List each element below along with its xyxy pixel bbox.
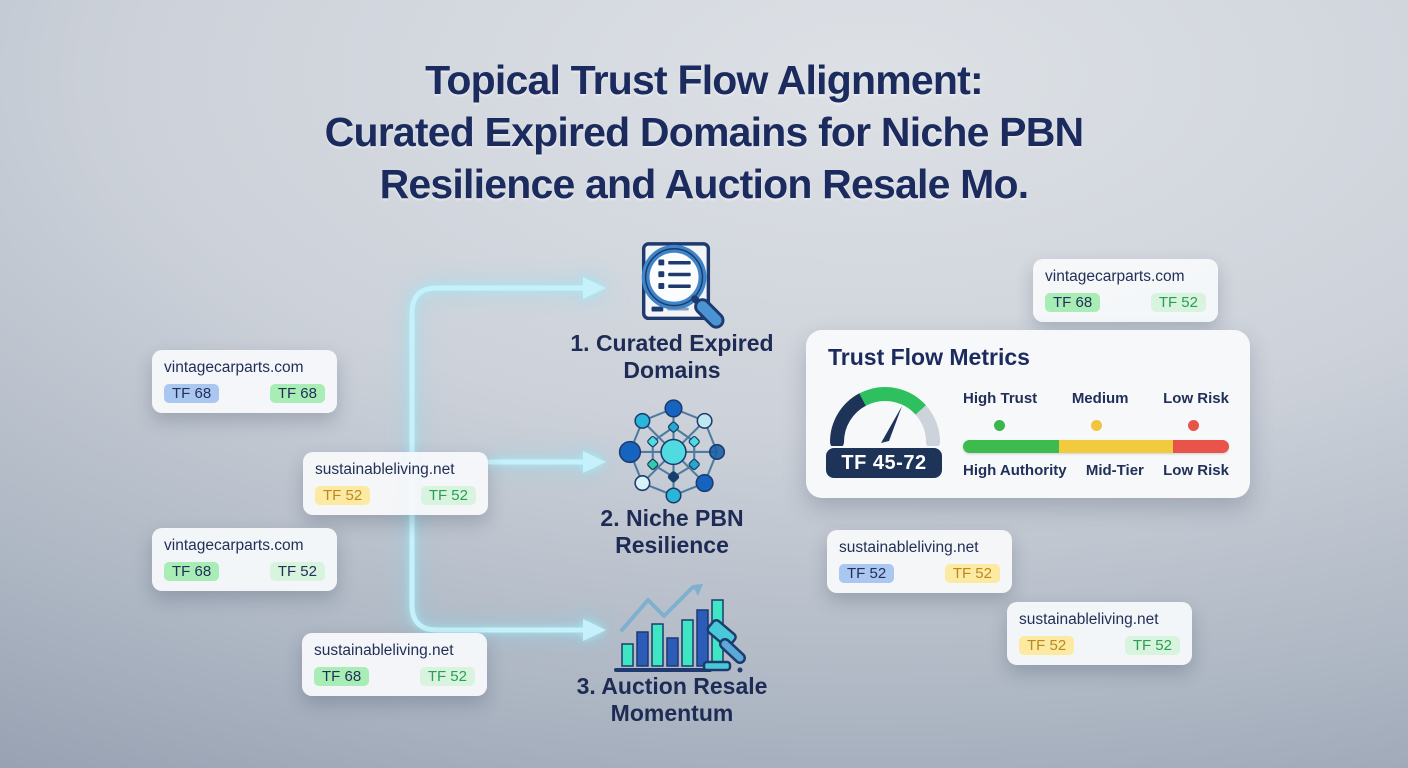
trust-flow-gauge-icon <box>830 387 940 446</box>
title-line-1: Topical Trust Flow Alignment: <box>425 57 983 103</box>
step-label-curated-expired-domains: 1. Curated Expired Domains <box>552 330 792 384</box>
tf-badges-row: TF 52 TF 52 <box>315 486 476 505</box>
legend-dots-row <box>963 420 1229 431</box>
step-label-line: Momentum <box>610 700 734 726</box>
domain-name: sustainableliving.net <box>1019 611 1159 628</box>
tf-badge: TF 52 <box>839 564 895 583</box>
legend-label-medium: Medium <box>1071 390 1129 407</box>
metrics-legend: High Trust Medium Low Risk High Authorit… <box>963 390 1229 479</box>
panel-title: Trust Flow Metrics <box>828 344 1030 370</box>
legend-label-mid-tier: Mid-Tier <box>1085 462 1144 479</box>
step-label-line: 2. Niche PBN <box>600 505 744 531</box>
tf-badge: TF 52 <box>269 562 325 581</box>
trust-flow-metrics-panel: Trust Flow Metrics TF 45-72 High Trust M… <box>806 330 1250 498</box>
arrowhead-top <box>583 277 606 299</box>
tf-badge: TF 52 <box>419 667 475 686</box>
legend-top-row: High Trust Medium Low Risk <box>963 390 1229 407</box>
legend-label-low-risk: Low Risk <box>1163 390 1229 407</box>
domain-name: sustainableliving.net <box>314 642 454 659</box>
tf-badges-row: TF 68 TF 52 <box>314 667 475 686</box>
bar-segment-red <box>1173 440 1229 453</box>
arrowhead-middle <box>583 451 606 473</box>
auction-chart-icon <box>608 584 750 676</box>
bar-segment-yellow <box>1058 440 1174 453</box>
green-dot-icon <box>994 420 1005 431</box>
tf-badges-row: TF 68 TF 52 <box>1045 293 1206 312</box>
legend-bottom-row: High Authority Mid-Tier Low Risk <box>963 462 1229 479</box>
tf-badge: TF 68 <box>1045 293 1101 312</box>
step-label-niche-pbn-resilience: 2. Niche PBN Resilience <box>552 505 792 559</box>
domain-name: vintagecarparts.com <box>1045 268 1185 285</box>
tf-badges-row: TF 52 TF 52 <box>1019 636 1180 655</box>
tf-badges-row: TF 52 TF 52 <box>839 564 1000 583</box>
domain-card: sustainableliving.net TF 68 TF 52 <box>302 633 487 696</box>
step-label-auction-resale-momentum: 3. Auction Resale Momentum <box>552 673 792 727</box>
domain-name: sustainableliving.net <box>839 539 979 556</box>
domain-name: sustainableliving.net <box>315 461 455 478</box>
step-label-line: Resilience <box>615 532 729 558</box>
tf-badge: TF 68 <box>269 384 325 403</box>
tf-badge: TF 52 <box>420 486 476 505</box>
tf-badges-row: TF 68 TF 52 <box>164 562 325 581</box>
tf-badge: TF 52 <box>315 486 371 505</box>
legend-label-high-authority: High Authority <box>963 462 1067 479</box>
red-dot-icon <box>1188 420 1199 431</box>
bar-segment-green <box>963 440 1059 453</box>
domain-name: vintagecarparts.com <box>164 359 304 376</box>
gauge-needle <box>881 406 902 443</box>
legend-label-high-trust: High Trust <box>963 390 1038 407</box>
step-label-line: 1. Curated Expired <box>570 330 774 356</box>
tf-badge: TF 68 <box>164 562 220 581</box>
legend-label-low-risk-bottom: Low Risk <box>1163 462 1229 479</box>
yellow-dot-icon <box>1091 420 1102 431</box>
domain-card: vintagecarparts.com TF 68 TF 68 <box>152 350 337 413</box>
search-document-icon <box>628 238 726 334</box>
domain-card: sustainableliving.net TF 52 TF 52 <box>303 452 488 515</box>
title-line-3: Resilience and Auction Resale Mo. <box>379 161 1030 207</box>
tf-badge: TF 52 <box>1150 293 1206 312</box>
domain-card: vintagecarparts.com TF 68 TF 52 <box>1033 259 1218 322</box>
title-line-2: Curated Expired Domains for Niche PBN <box>324 109 1084 155</box>
page-title: Topical Trust Flow Alignment: Curated Ex… <box>0 54 1408 210</box>
network-icon <box>616 396 731 510</box>
tf-badge: TF 68 <box>314 667 370 686</box>
tf-badge: TF 52 <box>1019 636 1075 655</box>
tf-badge: TF 68 <box>164 384 220 403</box>
gauge-value-pill: TF 45-72 <box>826 448 942 478</box>
step-label-line: Domains <box>623 357 721 383</box>
domain-card: vintagecarparts.com TF 68 TF 52 <box>152 528 337 591</box>
domain-card: sustainableliving.net TF 52 TF 52 <box>1007 602 1192 665</box>
domain-card: sustainableliving.net TF 52 TF 52 <box>827 530 1012 593</box>
domain-name: vintagecarparts.com <box>164 537 304 554</box>
tf-badge: TF 52 <box>1124 636 1180 655</box>
tf-badge: TF 52 <box>944 564 1000 583</box>
arrowhead-bottom <box>583 619 606 641</box>
step-label-line: 3. Auction Resale <box>576 673 768 699</box>
tf-badges-row: TF 68 TF 68 <box>164 384 325 403</box>
trust-flow-spectrum-bar <box>963 440 1229 453</box>
